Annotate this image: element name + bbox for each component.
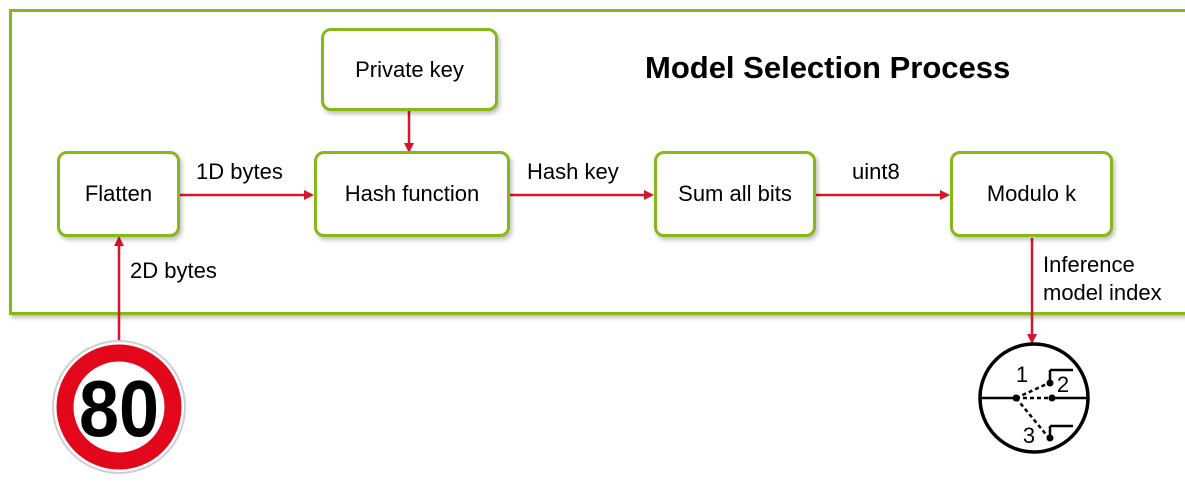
edge-label-1d-bytes: 1D bytes — [196, 159, 283, 184]
node-hash-function-label: Hash function — [344, 181, 480, 206]
node-flatten: Flatten — [57, 151, 180, 237]
node-modulo-k: Modulo k — [950, 151, 1113, 237]
node-sum-all-bits-label: Sum all bits — [678, 181, 792, 206]
diagram-title: Model Selection Process — [645, 50, 1011, 85]
selector-option-1: 1 — [1016, 362, 1028, 387]
model-selector-icon: 1 2 3 — [978, 342, 1090, 454]
edge-label-2d-bytes: 2D bytes — [130, 258, 217, 283]
edge-label-hash-key: Hash key — [527, 159, 619, 184]
edge-label-model-index: model index — [1043, 280, 1162, 305]
speed-limit-sign-icon: 80 — [52, 340, 186, 474]
selector-option-2: 2 — [1057, 372, 1069, 397]
node-flatten-label: Flatten — [84, 181, 153, 206]
selector-option-3: 3 — [1023, 423, 1035, 448]
node-private-key-label: Private key — [355, 56, 464, 82]
edge-label-uint8: uint8 — [852, 159, 900, 184]
process-frame — [9, 9, 1185, 315]
node-modulo-k-label: Modulo k — [986, 181, 1077, 206]
speed-limit-value: 80 — [79, 364, 159, 453]
node-hash-function: Hash function — [314, 151, 510, 237]
node-private-key: Private key — [321, 28, 498, 111]
node-sum-all-bits: Sum all bits — [654, 151, 816, 237]
edge-label-inference: Inference — [1043, 252, 1135, 277]
